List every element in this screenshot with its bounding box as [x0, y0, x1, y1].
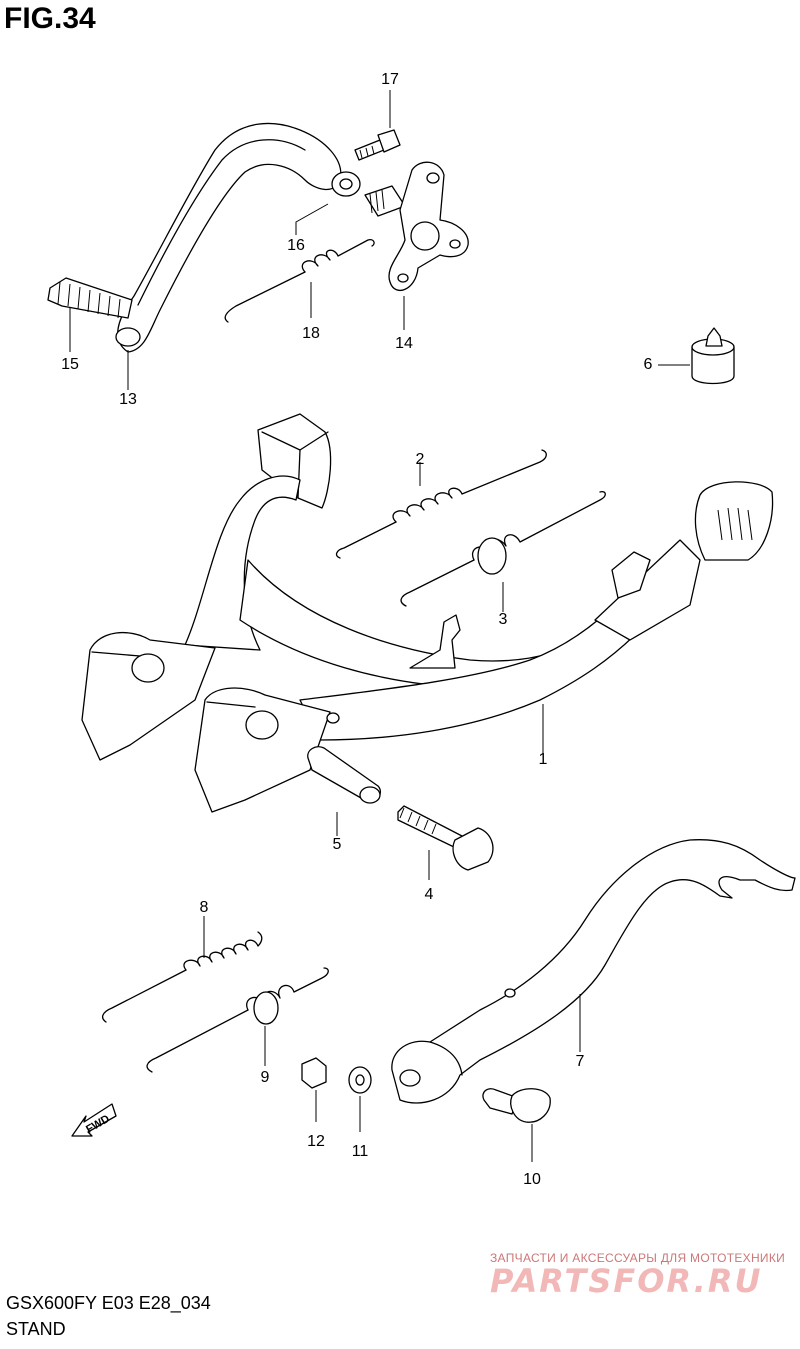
section-name: STAND	[6, 1319, 66, 1339]
fwd-arrow-icon: FWD	[71, 1103, 117, 1137]
callout-18: 18	[302, 325, 320, 342]
rubber-stopper-drawing	[658, 327, 735, 385]
center-stand-drawing	[81, 413, 774, 813]
callout-11: 11	[351, 1143, 369, 1160]
callout-17: 17	[381, 71, 399, 88]
figure-title: FIG.34	[4, 2, 96, 35]
bolt-collar-4-5-drawing	[307, 746, 494, 880]
watermark-logo: PARTSFOR.RU	[490, 1262, 763, 1300]
springs-8-9-drawing	[101, 916, 329, 1073]
callout-1: 1	[538, 751, 548, 768]
springs-2-3-drawing	[335, 449, 606, 612]
callout-4: 4	[424, 886, 434, 903]
callout-13: 13	[119, 391, 137, 408]
callout-14: 14	[395, 335, 413, 352]
watermark-tagline: ЗАПЧАСТИ И АКСЕССУАРЫ ДЛЯ МОТОТЕХНИКИ	[490, 1251, 786, 1265]
callout-8: 8	[199, 899, 209, 916]
model-code: GSX600FY E03 E28_034	[6, 1293, 211, 1313]
side-stand-drawing	[391, 839, 796, 1104]
callout-9: 9	[260, 1069, 270, 1086]
callout-12: 12	[307, 1133, 325, 1150]
callout-10: 10	[523, 1171, 541, 1188]
fwd-label: FWD	[84, 1113, 112, 1136]
callout-16: 16	[287, 237, 305, 254]
callout-6: 6	[643, 356, 653, 373]
callout-15: 15	[61, 356, 79, 373]
bolt-washer-nut-drawing	[301, 1057, 551, 1162]
callout-2: 2	[415, 451, 425, 468]
brake-pedal-drawing	[47, 90, 469, 390]
callout-5: 5	[332, 836, 342, 853]
callout-3: 3	[498, 611, 508, 628]
callout-7: 7	[575, 1053, 585, 1070]
